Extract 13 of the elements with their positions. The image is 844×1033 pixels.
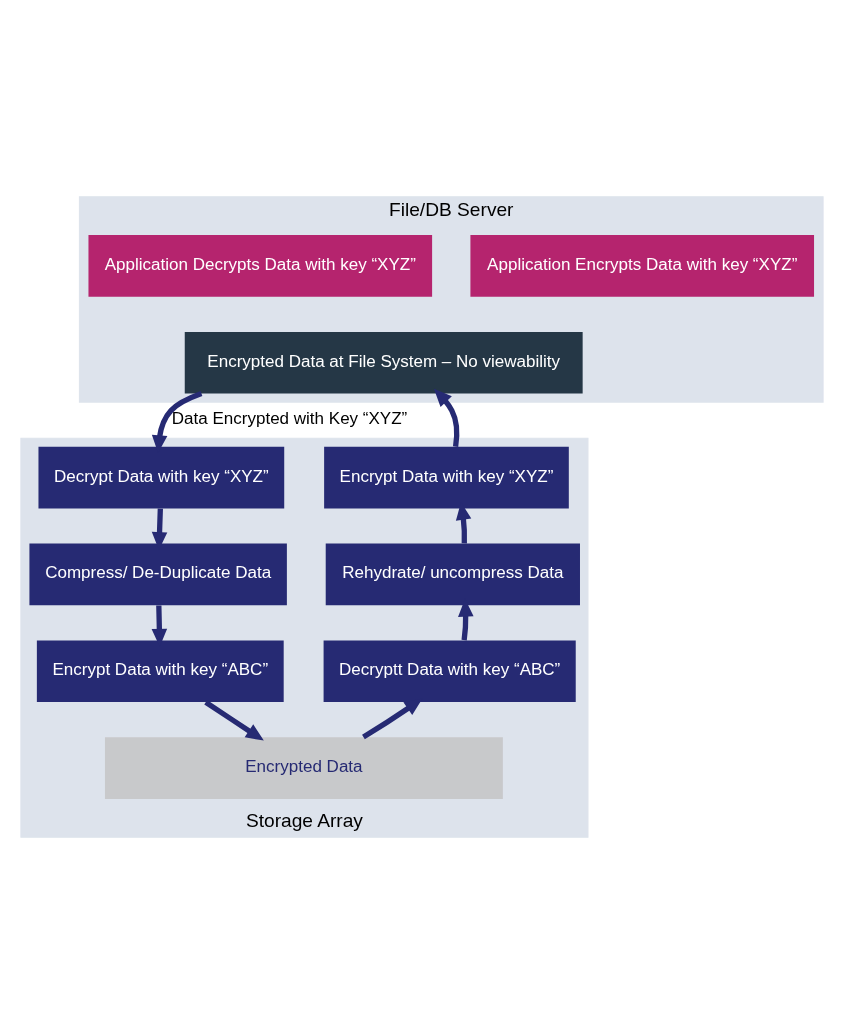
node-box: Application Encrypts Data with key “XYZ” bbox=[470, 234, 815, 297]
edge-label: Data Encrypted with Key “XYZ” bbox=[171, 408, 408, 428]
node-box: Encrypted Data at File System – No viewability bbox=[184, 331, 583, 394]
node-box: Rehydrate/ uncompress Data bbox=[325, 543, 580, 605]
node-box: Decryptt Data with key “ABC” bbox=[323, 639, 576, 702]
node-box: Encrypt Data with key “ABC” bbox=[36, 639, 284, 702]
node-box: Encrypted Data bbox=[104, 736, 503, 799]
node-box: Encrypt Data with key “XYZ” bbox=[324, 446, 569, 508]
node-box: Compress/ De-Duplicate Data bbox=[29, 543, 287, 605]
arrow bbox=[204, 699, 264, 741]
arrow bbox=[433, 388, 460, 447]
node-box: Decrypt Data with key “XYZ” bbox=[38, 446, 285, 508]
node-box: Application Decrypts Data with key “XYZ” bbox=[88, 234, 433, 297]
